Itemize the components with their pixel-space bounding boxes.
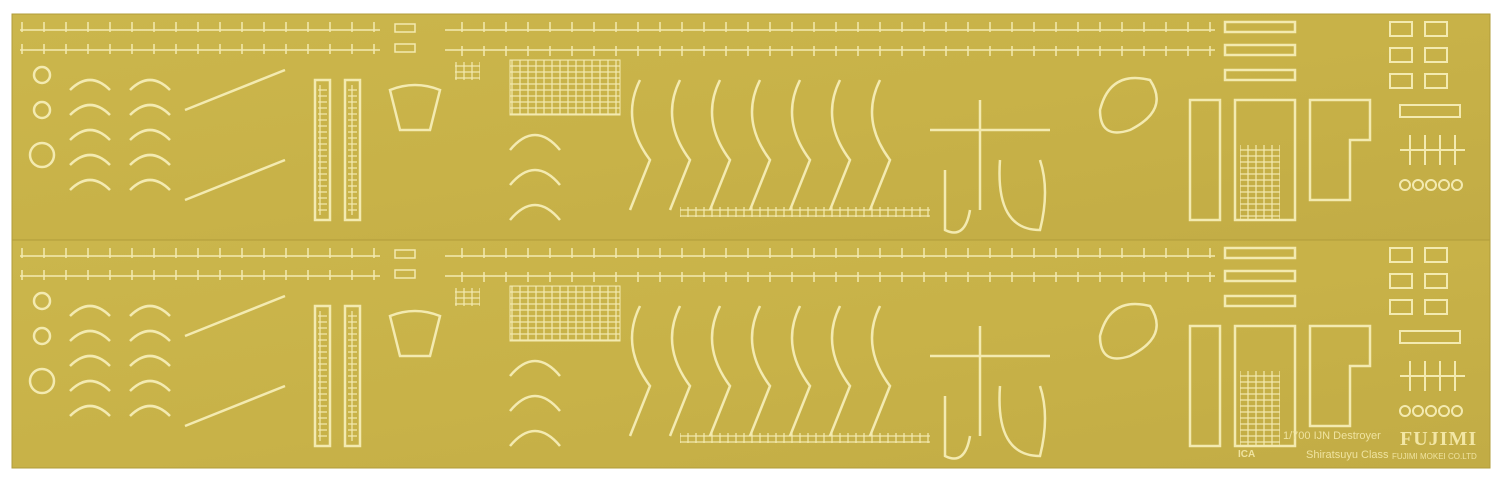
mark-text: ICA	[1238, 449, 1256, 460]
scale-title-text: 1/700 IJN Destroyer	[1283, 430, 1381, 442]
class-name-text: Shiratsuyu Class	[1306, 449, 1389, 461]
fujimi-logo: FUJIMI	[1400, 428, 1478, 450]
maker-text: FUJIMI MOKEI CO.LTD	[1392, 452, 1477, 461]
